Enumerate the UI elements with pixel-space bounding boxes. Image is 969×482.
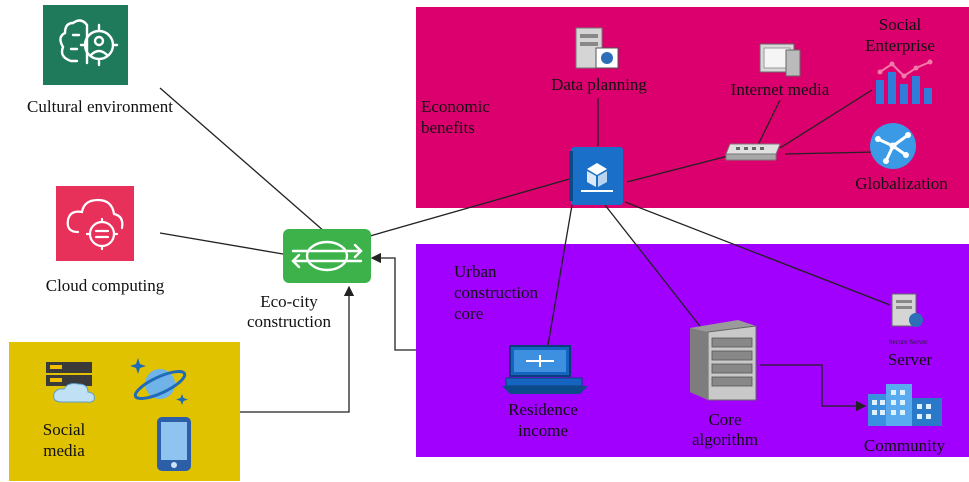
edge-social-eco: [240, 285, 355, 413]
eco-city-label-line1: Eco-city: [260, 292, 318, 311]
residence-income-label-line1: Residence: [508, 400, 578, 419]
economic-benefits-label-line1: Economic: [421, 97, 490, 116]
edge-eco-hub: [369, 177, 574, 237]
edge-cloud-eco: [159, 232, 284, 255]
edge-switch-enterprise: [779, 89, 873, 149]
edge-switch-internet: [757, 99, 781, 146]
server-label: Server: [887, 350, 933, 369]
buildings-icon: [868, 384, 942, 426]
community-label: Community: [863, 436, 946, 455]
cloud-computing-label: Cloud computing: [45, 276, 165, 295]
urban-core-label-line1: Urban: [454, 262, 497, 281]
edge-hub-residence: [547, 204, 573, 346]
urban-core-label-line2: construction: [454, 283, 539, 302]
edge-hub-core: [604, 204, 704, 331]
internet-media-label: Internet media: [730, 80, 830, 99]
social-media-label-line1: Social: [42, 420, 86, 439]
data-planning-label: Data planning: [551, 75, 647, 94]
economic-benefits-panel: [416, 7, 969, 208]
eco-city-label-line2: construction: [246, 312, 332, 331]
server-cloud-icon: [46, 362, 95, 403]
network-switch-icon: [725, 143, 781, 161]
eco-city-exchange-icon: [283, 229, 371, 283]
edge-cultural-eco: [159, 87, 326, 233]
social-enterprise-label-line2: Enterprise: [865, 36, 935, 55]
planet-stars-icon: [130, 358, 188, 405]
server-rack-icon: [690, 320, 757, 401]
residence-income-label-line2: income: [517, 421, 569, 440]
cultural-environment-label: Cultural environment: [27, 97, 173, 116]
computer-terminal-icon: [502, 345, 588, 394]
edge-hub-server: [624, 201, 891, 306]
globalization-label: Globalization: [855, 174, 948, 193]
globe-network-icon: [870, 123, 916, 169]
brain-gear-icon: [43, 5, 128, 85]
tablet-icon: [157, 417, 191, 471]
edge-urban-eco: [370, 252, 416, 351]
social-media-label-line2: media: [43, 441, 85, 460]
secure-server-icon: [891, 293, 923, 327]
cloud-gear-icon: [56, 186, 134, 261]
edge-switch-globalization: [784, 151, 876, 155]
data-cube-book-icon: [569, 147, 623, 205]
secure-server-tag: Secure Server: [888, 338, 928, 346]
social-enterprise-label-line1: Social: [878, 15, 922, 34]
monitor-media-icon: [759, 43, 801, 77]
edge-hub-switch: [626, 155, 729, 183]
core-algorithm-label-line1: Core: [708, 410, 742, 429]
bar-chart-icon: [876, 59, 933, 104]
edge-core-community: [760, 364, 867, 412]
data-server-icon: [575, 27, 619, 69]
urban-core-label-line3: core: [454, 304, 484, 323]
economic-benefits-label-line2: benefits: [421, 118, 475, 137]
core-algorithm-label-line2: algorithm: [691, 430, 759, 449]
